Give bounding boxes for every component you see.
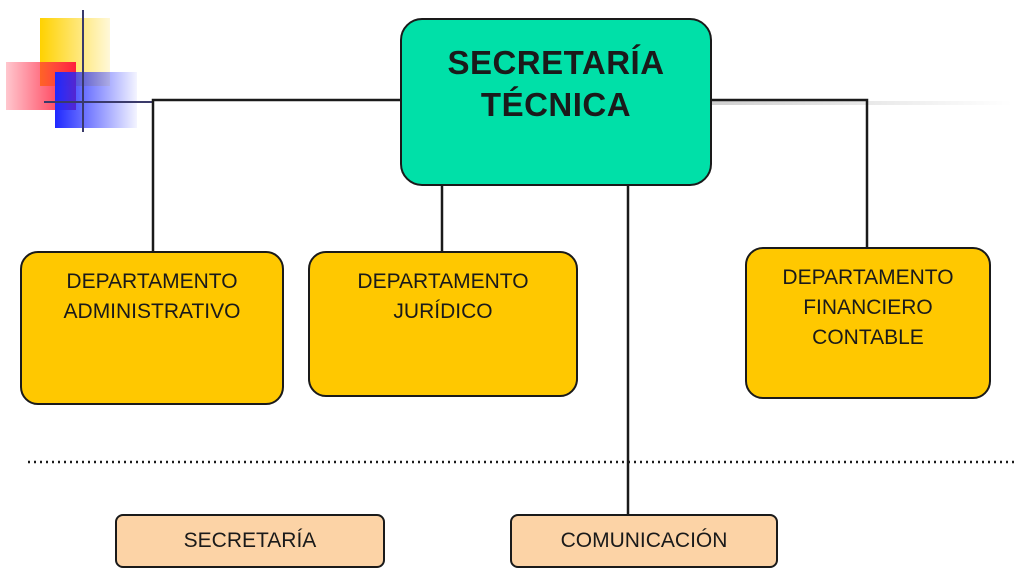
node-departamento-juridico: DEPARTAMENTO JURÍDICO bbox=[308, 251, 578, 397]
node-label-line-2: FINANCIERO bbox=[803, 296, 933, 319]
connector-lines bbox=[151, 98, 869, 515]
node-departamento-financiero-contable: DEPARTAMENTO FINANCIERO CONTABLE bbox=[745, 247, 991, 399]
node-label-line-1: DEPARTAMENTO bbox=[782, 266, 954, 289]
node-comunicacion: COMUNICACIÓN bbox=[510, 514, 778, 568]
node-title-line-1: SECRETARÍA bbox=[447, 44, 665, 81]
decorative-squares-logo bbox=[6, 10, 1012, 132]
node-label-line-3: CONTABLE bbox=[812, 326, 924, 349]
connector-financiero bbox=[712, 98, 869, 248]
node-secretaria: SECRETARÍA bbox=[115, 514, 385, 568]
node-label: SECRETARÍA bbox=[183, 529, 317, 552]
node-title-line-2: TÉCNICA bbox=[480, 86, 632, 123]
node-secretaria-tecnica: SECRETARÍA TÉCNICA bbox=[400, 18, 712, 186]
node-label-line-1: DEPARTAMENTO bbox=[66, 270, 238, 293]
node-label-line-2: ADMINISTRATIVO bbox=[63, 300, 241, 323]
node-label: COMUNICACIÓN bbox=[560, 529, 728, 552]
node-departamento-administrativo: DEPARTAMENTO ADMINISTRATIVO bbox=[20, 251, 284, 405]
connector-admin bbox=[151, 98, 400, 252]
node-label-line-2: JURÍDICO bbox=[393, 300, 493, 323]
node-label-line-1: DEPARTAMENTO bbox=[357, 270, 529, 293]
